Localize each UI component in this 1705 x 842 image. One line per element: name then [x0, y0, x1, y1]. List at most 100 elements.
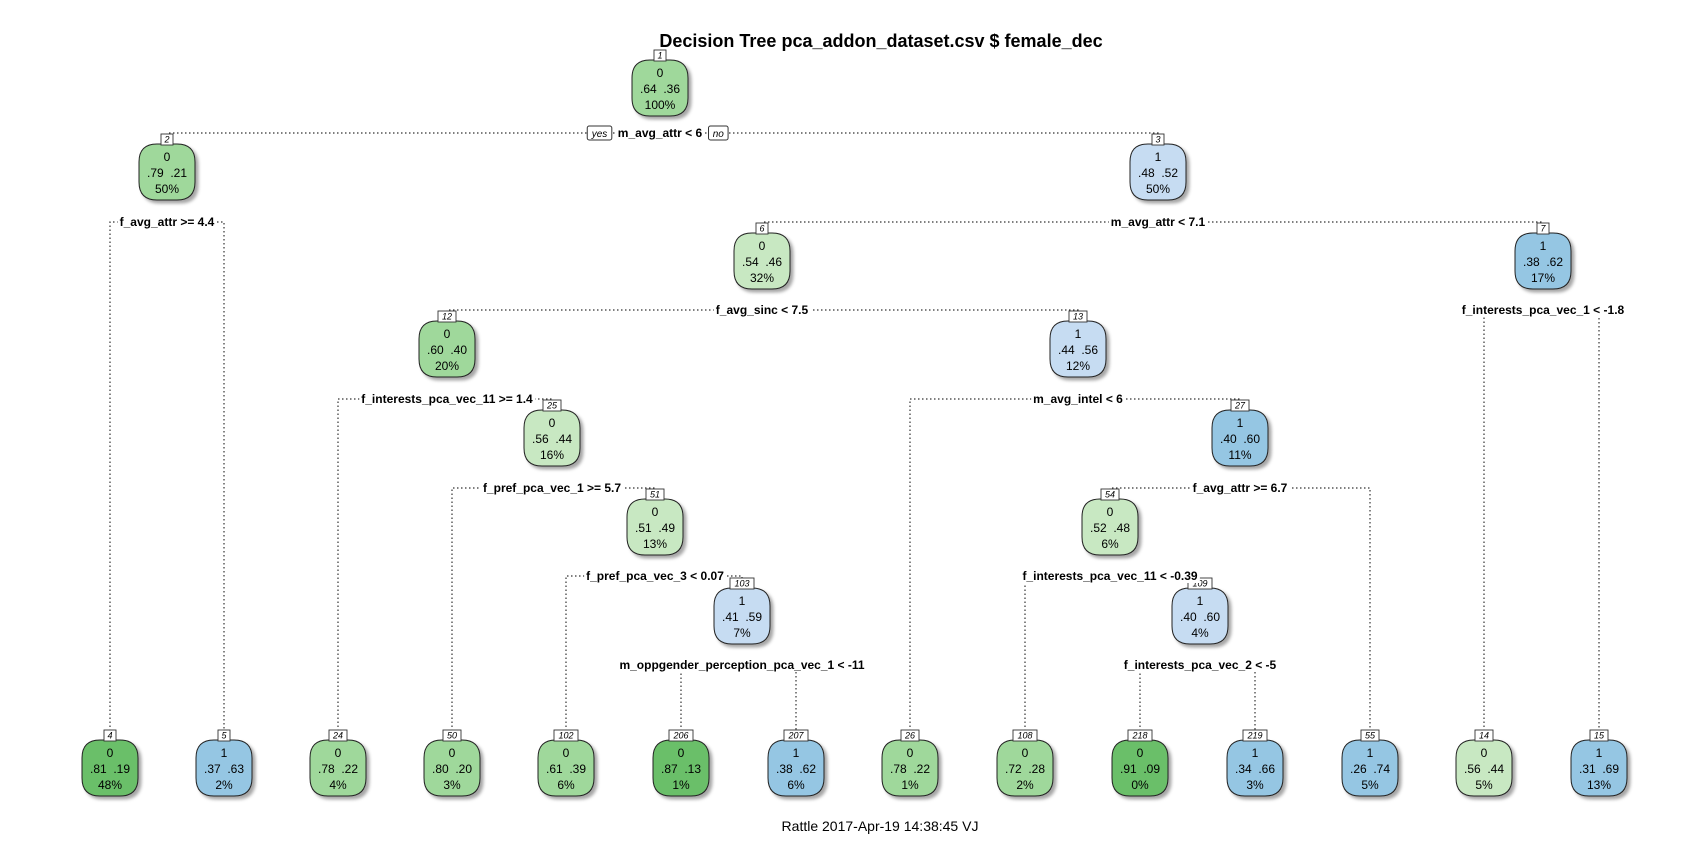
split-rule: f_pref_pca_vec_1 >= 5.7 — [483, 481, 621, 495]
node-probabilities: .37 .63 — [204, 762, 244, 776]
node-box — [631, 59, 689, 117]
node-percent: 1% — [901, 778, 919, 792]
node-percent: 50% — [155, 182, 179, 196]
node-percent: 3% — [1246, 778, 1264, 792]
tree-node-26[interactable]: 260.78 .221% — [881, 729, 939, 797]
node-id-label: 51 — [650, 490, 660, 500]
node-id-tag — [1127, 729, 1153, 742]
node-id-tag — [729, 577, 755, 590]
node-id-tag — [1068, 310, 1088, 323]
node-id-label: 6 — [759, 224, 764, 234]
tree-node-50[interactable]: 500.80 .203% — [423, 729, 481, 797]
node-box — [1514, 232, 1572, 290]
tree-node-55[interactable]: 551.26 .745% — [1341, 729, 1399, 797]
node-box — [1226, 739, 1284, 797]
edge-node-27 — [1109, 487, 1371, 731]
node-id-tag — [645, 488, 665, 501]
node-id-tag — [1230, 399, 1250, 412]
node-id-label: 24 — [332, 731, 343, 741]
tree-node-219[interactable]: 219 1 .34 .66 3% — [1226, 729, 1284, 797]
edge-node-25 — [451, 487, 656, 731]
node-percent: 6% — [787, 778, 805, 792]
node-percent: 3% — [443, 778, 461, 792]
node-box — [1171, 587, 1229, 645]
node-box — [1341, 739, 1399, 797]
branch-label-box — [708, 125, 729, 141]
node-probabilities: .79 .21 — [147, 166, 187, 180]
node-probabilities: .38 .62 — [776, 762, 816, 776]
split-label-node-27: f_avg_attr >= 6.7 — [1190, 481, 1290, 495]
node-id-tag — [1187, 577, 1213, 590]
node-class: 1 — [1197, 594, 1204, 608]
node-probabilities: .78 .22 — [890, 762, 930, 776]
split-rule: m_avg_intel < 6 — [1033, 392, 1123, 406]
node-id-label: 219 — [1246, 731, 1262, 741]
node-class: 0 — [449, 746, 456, 760]
node-class: 1 — [1237, 416, 1244, 430]
node-id-label: 26 — [904, 731, 915, 741]
split-rule: f_interests_pca_vec_11 < -0.39 — [1022, 569, 1197, 583]
tree-title: Decision Tree pca_addon_dataset.csv $ fe… — [659, 31, 1102, 51]
node-class: 1 — [1596, 746, 1603, 760]
node-id-label: 108 — [1017, 731, 1032, 741]
node-class: 0 — [1022, 746, 1029, 760]
node-box — [1129, 143, 1187, 201]
node-class: 0 — [759, 239, 766, 253]
split-rule: f_avg_attr >= 4.4 — [120, 215, 215, 229]
split-label-node-25: f_pref_pca_vec_1 >= 5.7 — [480, 481, 624, 495]
tree-node-14[interactable]: 140.56 .445% — [1455, 729, 1513, 797]
edge-node-12 — [337, 398, 553, 731]
node-id-label: 12 — [442, 312, 452, 322]
node-probabilities: .78 .22 — [318, 762, 358, 776]
node-id-tag — [160, 133, 174, 146]
tree-node-24[interactable]: 240.78 .224% — [309, 729, 367, 797]
split-rule-background — [1031, 392, 1126, 406]
edge-node-13 — [909, 398, 1241, 731]
edge-node-2 — [109, 221, 225, 731]
node-box — [1211, 409, 1269, 467]
node-box — [81, 739, 139, 797]
node-probabilities: .34 .66 — [1235, 762, 1275, 776]
node-id-tag — [783, 729, 809, 742]
node-class: 1 — [1075, 327, 1082, 341]
edge-node-109 — [1139, 664, 1256, 731]
split-rule: m_avg_attr < 6 — [618, 126, 703, 140]
node-probabilities: .60 .40 — [427, 343, 467, 357]
branch-label-box — [586, 125, 613, 141]
node-id-label: 15 — [1594, 731, 1605, 741]
split-label-node-12: f_interests_pca_vec_11 >= 1.4 — [359, 392, 536, 406]
split-label-node-2: f_avg_attr >= 4.4 — [117, 215, 217, 229]
split-label-node-103: m_oppgender_perception_pca_vec_1 < -11 — [617, 658, 867, 672]
node-id-tag — [553, 729, 579, 742]
tree-node-54[interactable]: 540.52 .486% — [1081, 488, 1139, 556]
node-box — [309, 739, 367, 797]
node-box — [1570, 739, 1628, 797]
node-box — [713, 587, 771, 645]
node-probabilities: .40 .60 — [1180, 610, 1220, 624]
tree-node-5[interactable]: 51.37 .632% — [195, 729, 253, 797]
node-class: 0 — [1107, 505, 1114, 519]
node-class: 1 — [1252, 746, 1259, 760]
node-id-label: 3 — [1155, 135, 1160, 145]
